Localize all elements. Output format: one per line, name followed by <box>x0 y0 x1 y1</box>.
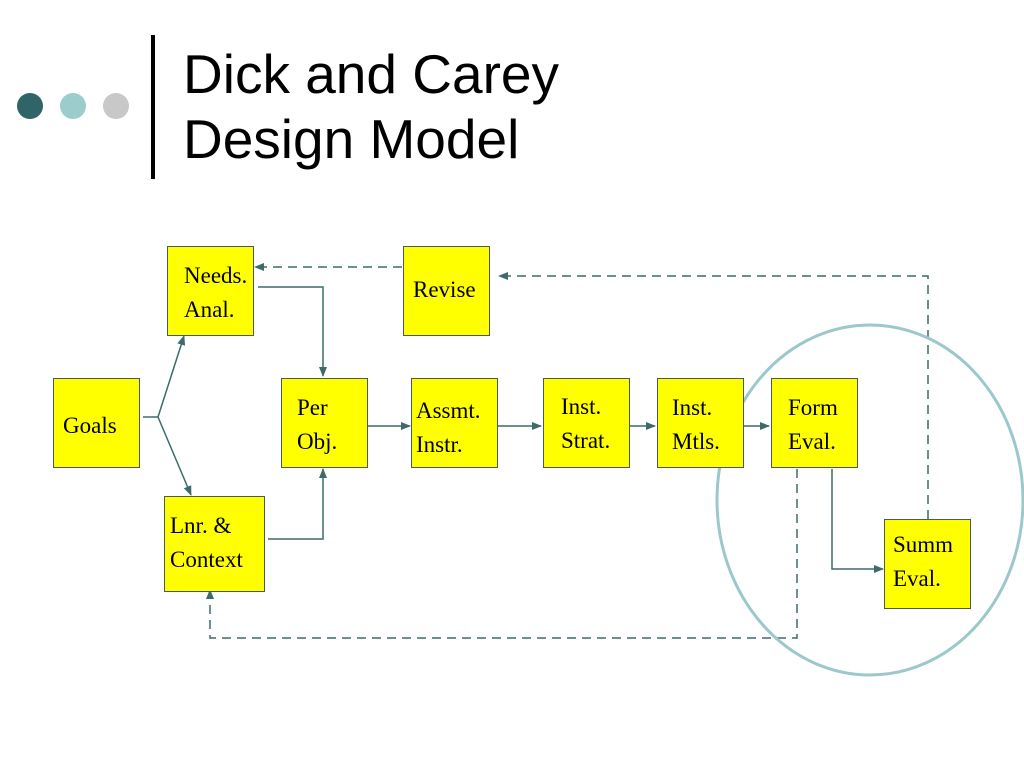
title-line-2: Design Model <box>183 108 520 170</box>
performance-objectives-box: Per Obj. <box>281 378 368 468</box>
instructional-materials-label-line-1: Inst. <box>672 395 713 420</box>
summative-evaluation-label-line-1: Summ <box>893 532 954 557</box>
learner-context-box: Lnr. & Context <box>164 496 265 592</box>
bullet-dot-dark <box>17 93 43 119</box>
evaluation-highlight-circle <box>715 323 1024 677</box>
goals-to-needs-arrow <box>157 335 186 418</box>
summ-to-revise-dashed-arrow <box>498 272 929 519</box>
revise-box: Revise <box>403 246 490 336</box>
instructional-materials-label-line-2: Mtls. <box>672 429 720 454</box>
bullet-dot-teal <box>60 93 86 119</box>
assessment-instruments-box: Assmt. Instr. <box>411 378 498 468</box>
goals-box: Goals <box>53 378 140 468</box>
assessment-instruments-label-line-2: Instr. <box>416 432 463 457</box>
revise-label: Revise <box>413 277 476 302</box>
formative-evaluation-label-line-2: Eval. <box>788 429 836 454</box>
title-line-1: Dick and Carey <box>183 43 559 105</box>
learner-to-perobj-arrow <box>268 468 327 540</box>
title-divider <box>151 35 155 179</box>
needs-to-perobj-arrow <box>258 286 327 377</box>
instructional-strategy-label-line-2: Strat. <box>561 428 611 453</box>
goals-label: Goals <box>63 413 117 438</box>
goals-to-learner-arrow <box>157 416 192 496</box>
learner-context-label-line-1: Lnr. & <box>170 513 232 538</box>
form-to-learner-dashed-arrow <box>206 469 798 639</box>
instructional-strategy-box: Inst. Strat. <box>543 378 630 468</box>
instructional-materials-box: Inst. Mtls. <box>657 378 744 468</box>
summative-evaluation-box: Summ Eval. <box>884 519 971 609</box>
formative-evaluation-box: Form Eval. <box>771 378 858 468</box>
summative-evaluation-label-line-2: Eval. <box>893 566 941 591</box>
needs-analysis-label-line-1: Needs. <box>184 263 248 288</box>
bullet-dot-gray <box>103 93 129 119</box>
needs-analysis-box: Needs. Anal. <box>167 246 254 336</box>
assessment-instruments-label-line-1: Assmt. <box>416 398 481 423</box>
needs-analysis-label-line-2: Anal. <box>184 297 235 322</box>
performance-objectives-label-line-1: Per <box>297 395 328 420</box>
instructional-strategy-label-line-1: Inst. <box>561 394 602 419</box>
slide-title: Dick and Carey Design Model <box>183 42 559 172</box>
form-to-summ-arrow <box>831 469 884 573</box>
learner-context-label-line-2: Context <box>170 547 243 572</box>
performance-objectives-label-line-2: Obj. <box>297 429 338 454</box>
formative-evaluation-label-line-1: Form <box>788 395 838 420</box>
